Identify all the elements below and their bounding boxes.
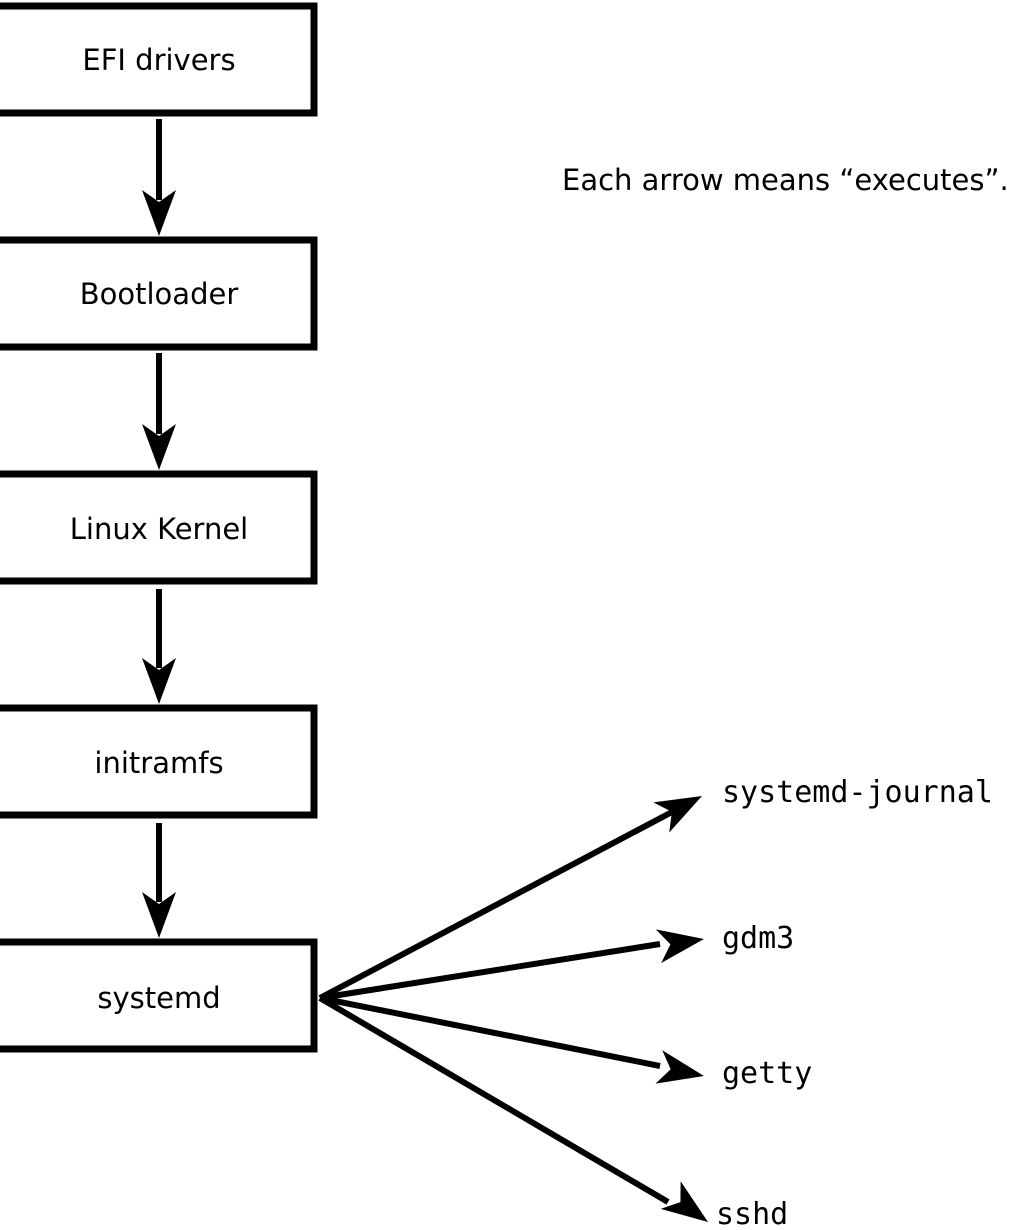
- stage-box-label: Bootloader: [80, 277, 239, 311]
- connector-systemd-to-gdm3: [319, 941, 661, 1001]
- diagram-caption: Each arrow means “executes”.: [562, 163, 1009, 197]
- arrowhead-systemd-journal: [653, 780, 710, 833]
- arrowhead-getty: [655, 1050, 708, 1093]
- stage-box-label: EFI drivers: [82, 43, 235, 77]
- stage-box-label: Linux Kernel: [70, 512, 248, 546]
- stage-box-initramfs[interactable]: initramfs: [0, 704, 318, 819]
- stage-box-bootloader[interactable]: Bootloader: [0, 236, 318, 351]
- connector-systemd-to-sshd: [318, 995, 670, 1205]
- service-label-systemd-journal: systemd-journal: [722, 775, 993, 810]
- stage-box-rect: [0, 2, 318, 117]
- arrowhead-gdm3: [655, 922, 707, 963]
- connector-systemd-to-getty: [319, 995, 661, 1069]
- stage-box-rect: [0, 938, 318, 1053]
- service-label-gdm3: gdm3: [722, 921, 794, 956]
- stage-box-rect: [0, 236, 318, 351]
- stage-box-systemd[interactable]: systemd: [0, 938, 318, 1053]
- stage-box-label: initramfs: [94, 746, 223, 780]
- service-label-sshd: sshd: [716, 1197, 788, 1230]
- arrowhead-sshd: [660, 1181, 718, 1230]
- stage-box-rect: [0, 470, 318, 585]
- stage-box-linux-kernel[interactable]: Linux Kernel: [0, 470, 318, 585]
- service-label-getty: getty: [722, 1056, 812, 1091]
- connector-systemd-to-systemd-journal: [318, 809, 674, 1001]
- stage-box-rect: [0, 704, 318, 819]
- stage-box-efi-drivers[interactable]: EFI drivers: [0, 2, 318, 117]
- stage-box-label: systemd: [97, 981, 220, 1015]
